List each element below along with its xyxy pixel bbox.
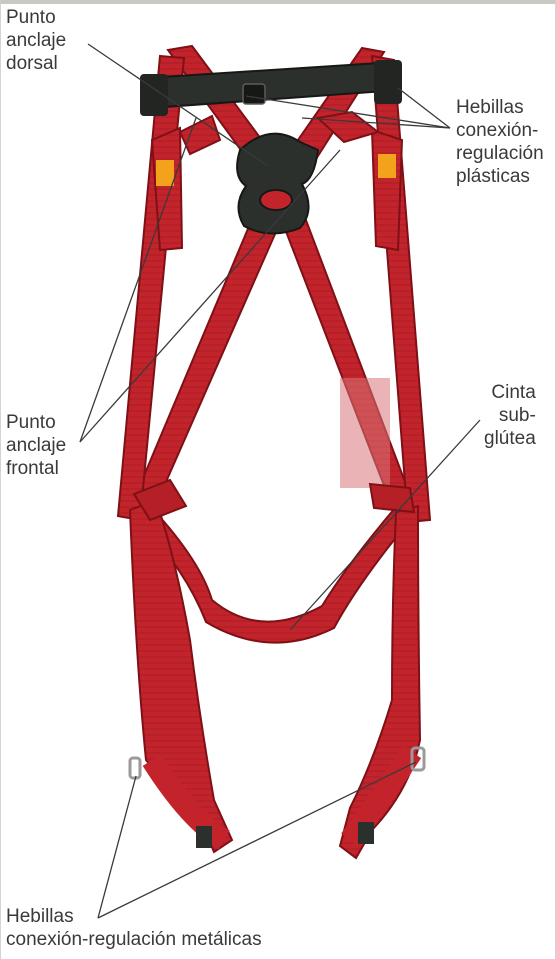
label-plastic-buckles: Hebillas conexión- regulación plásticas (456, 96, 544, 188)
leader-frontal-2 (80, 150, 340, 442)
label-dorsal-anchor: Punto anclaje dorsal (6, 6, 66, 75)
thigh-crosspieces (134, 480, 414, 520)
leader-plastic-1 (398, 88, 450, 128)
dorsal-anchor-plate (237, 134, 318, 234)
label-frontal-anchor: Punto anclaje frontal (6, 411, 66, 480)
plastic-buckle-icon (243, 84, 265, 104)
plastic-buckle-icon (374, 60, 402, 104)
left-loose-end (152, 116, 220, 250)
metal-buckle-icon (130, 758, 140, 778)
label-tag-icon (378, 154, 396, 178)
label-sleeve (340, 378, 390, 488)
leader-metal-1 (98, 776, 136, 918)
label-tag-icon (156, 160, 174, 186)
label-metal-buckles: Hebillas conexión-regulación metálicas (6, 905, 262, 951)
strap-keeper-icon (358, 822, 374, 844)
label-subgluteal-strap: Cinta sub- glútea (484, 381, 536, 450)
strap-keeper-icon (196, 826, 212, 848)
